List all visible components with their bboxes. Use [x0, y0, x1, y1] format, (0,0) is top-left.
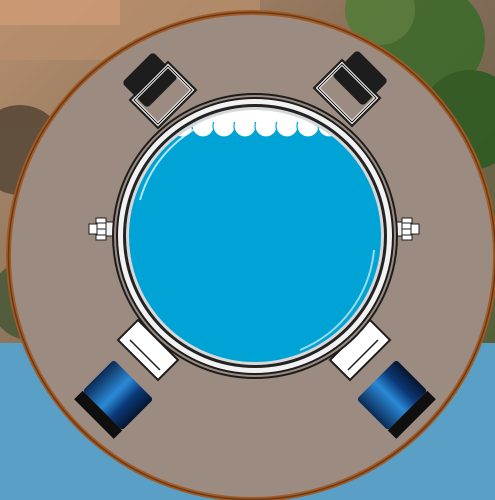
- glass-water: [129, 110, 381, 362]
- porthole-window-icon: [113, 94, 400, 378]
